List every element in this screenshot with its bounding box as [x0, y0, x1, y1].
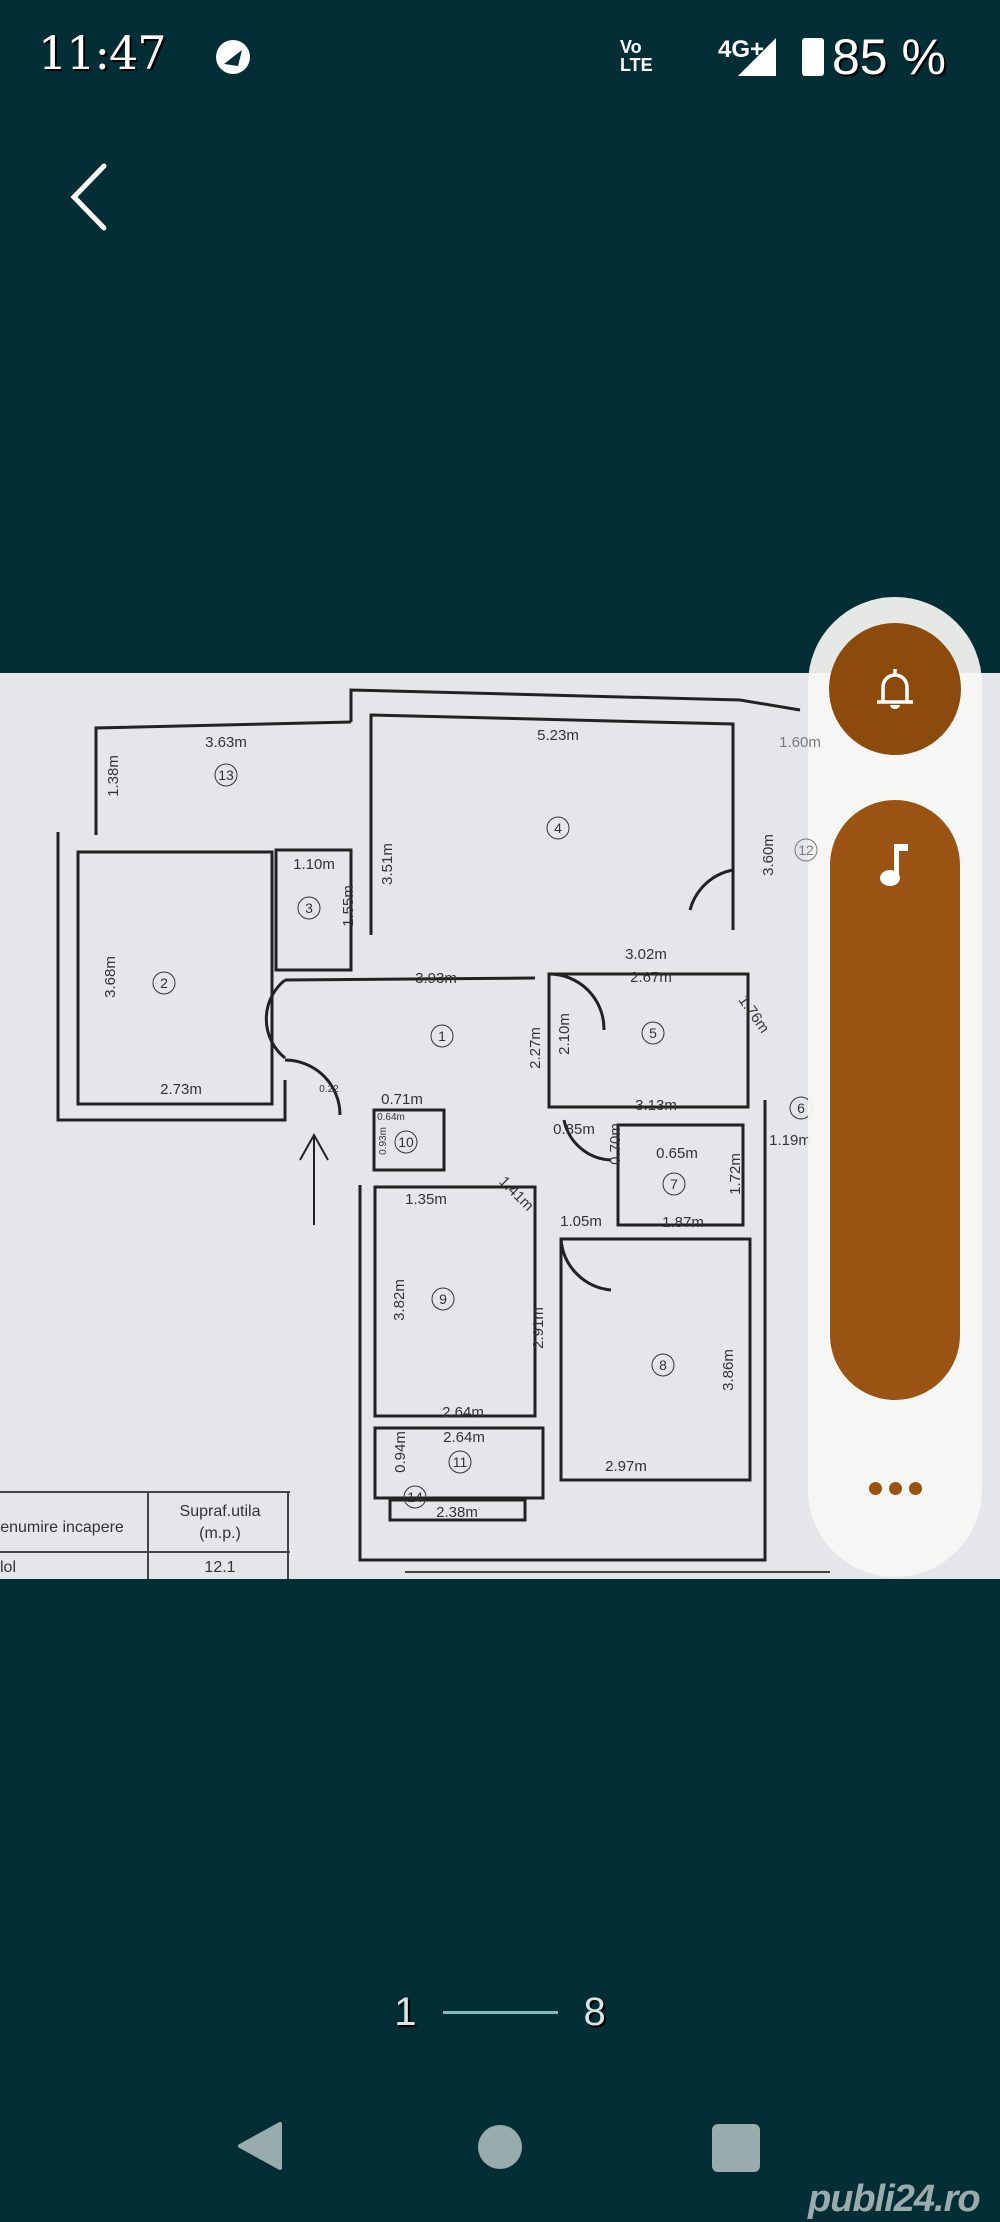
- chevron-left-icon[interactable]: [60, 160, 110, 234]
- dim-label: 1.35m: [405, 1191, 447, 1208]
- dim-label: 1.55m: [340, 885, 357, 927]
- dim-label: 0.64m: [377, 1112, 405, 1123]
- signal-icon: [738, 38, 776, 76]
- more-icon: [868, 1481, 882, 1495]
- room-number: 11: [453, 1454, 468, 1470]
- table-cell: lol: [0, 1559, 16, 1576]
- dim-label: 2.67m: [630, 969, 672, 986]
- watermark: publi24.ro: [808, 2178, 981, 2220]
- more-icon: [888, 1481, 902, 1495]
- room-number: 9: [439, 1291, 447, 1307]
- room-11: 11: [448, 1450, 472, 1474]
- music-slider[interactable]: [830, 800, 960, 1400]
- room-4: 4: [546, 816, 570, 840]
- room-14: 14: [403, 1485, 427, 1509]
- dim-label: 3.51m: [379, 843, 396, 885]
- dim-label: 2.10m: [556, 1013, 573, 1055]
- nav-recents-button[interactable]: [712, 2124, 760, 2172]
- room-8: 8: [651, 1353, 675, 1377]
- nav-back-button[interactable]: [236, 2120, 290, 2174]
- table-header-area: Supraf.utila: [180, 1503, 261, 1520]
- dim-label: 1.41m: [495, 1173, 537, 1215]
- room-3: 3: [297, 896, 321, 920]
- room-number: 6: [797, 1100, 805, 1116]
- music-note-icon: [880, 844, 908, 886]
- room-9: 9: [431, 1287, 455, 1311]
- room-number: 1: [438, 1028, 446, 1044]
- bell-button[interactable]: [829, 623, 961, 755]
- dim-label: 0.71m: [381, 1091, 423, 1108]
- table-cell: 12.1: [204, 1559, 235, 1576]
- table-header-name: enumire incapere: [0, 1519, 124, 1536]
- dim-label: 2.27m: [527, 1027, 544, 1069]
- dim-label: 0.85m: [553, 1121, 595, 1138]
- dim-label: 3.13m: [635, 1097, 677, 1114]
- dim-label: 3.02m: [625, 946, 667, 963]
- dim-label: 0.22: [319, 1084, 339, 1095]
- dim-label: 3.60m: [760, 834, 777, 876]
- room-5: 5: [641, 1021, 665, 1045]
- dim-label: 3.93m: [415, 970, 457, 987]
- dim-label: 0.70m: [607, 1123, 624, 1165]
- dim-label: 0.65m: [656, 1145, 698, 1162]
- room-number: 5: [649, 1025, 657, 1041]
- room-number: 4: [554, 820, 562, 836]
- dim-label: 2.38m: [436, 1504, 478, 1521]
- nav-home-button[interactable]: [478, 2125, 522, 2169]
- dim-label: 1.87m: [662, 1214, 704, 1231]
- room-13: 13: [214, 763, 238, 787]
- dim-label: 1.38m: [105, 755, 122, 797]
- battery-icon: [802, 38, 824, 76]
- room-number: 10: [398, 1134, 414, 1150]
- bell-icon: [877, 669, 913, 709]
- room-1: 1: [430, 1024, 454, 1048]
- room-number: 2: [160, 975, 168, 991]
- room-2: 2: [152, 971, 176, 995]
- pager-current: 1: [394, 1990, 417, 2034]
- dim-label: 1.19m: [769, 1132, 811, 1149]
- pager-line: [442, 2011, 558, 2014]
- dim-label: 2.73m: [160, 1081, 202, 1098]
- dim-label: 0.94m: [392, 1431, 409, 1473]
- dim-label: 3.86m: [720, 1349, 737, 1391]
- dim-label: 1.10m: [293, 856, 335, 873]
- image-pager: 1 8: [0, 1990, 1000, 2035]
- room-number: 7: [670, 1176, 678, 1192]
- table-header-unit: (m.p.): [199, 1525, 241, 1542]
- battery-percent: 85 %: [832, 29, 946, 85]
- room-number: 8: [659, 1357, 667, 1373]
- room-10: 10: [394, 1130, 418, 1154]
- room-number: 13: [218, 767, 234, 783]
- dim-label: 2.64m: [443, 1429, 485, 1446]
- dim-label: 1.05m: [560, 1213, 602, 1230]
- volte-top: Vo: [620, 37, 642, 57]
- volte-bottom: LTE: [620, 55, 653, 75]
- dim-label: 0.93m: [378, 1127, 389, 1155]
- pager-total: 8: [583, 1990, 606, 2034]
- room-number: 14: [407, 1489, 423, 1505]
- dim-label: 2.91m: [530, 1307, 547, 1349]
- room-7: 7: [662, 1172, 686, 1196]
- dim-label: 2.64m: [442, 1404, 484, 1421]
- dim-label: 1.76m: [735, 992, 773, 1036]
- notification-app-icon: [216, 40, 250, 74]
- dim-label: 2.97m: [605, 1458, 647, 1475]
- room-number: 3: [305, 900, 313, 916]
- dim-label: 3.68m: [102, 956, 119, 998]
- dim-label: 1.72m: [727, 1153, 744, 1195]
- status-time: 11:47: [38, 26, 167, 80]
- more-button[interactable]: [855, 1470, 935, 1506]
- dim-label: 5.23m: [537, 727, 579, 744]
- more-icon: [908, 1481, 922, 1495]
- rooms-table: enumire incapere Supraf.utila (m.p.) lol…: [0, 1491, 830, 1579]
- dim-label: 3.63m: [205, 734, 247, 751]
- dim-label: 3.82m: [391, 1279, 408, 1321]
